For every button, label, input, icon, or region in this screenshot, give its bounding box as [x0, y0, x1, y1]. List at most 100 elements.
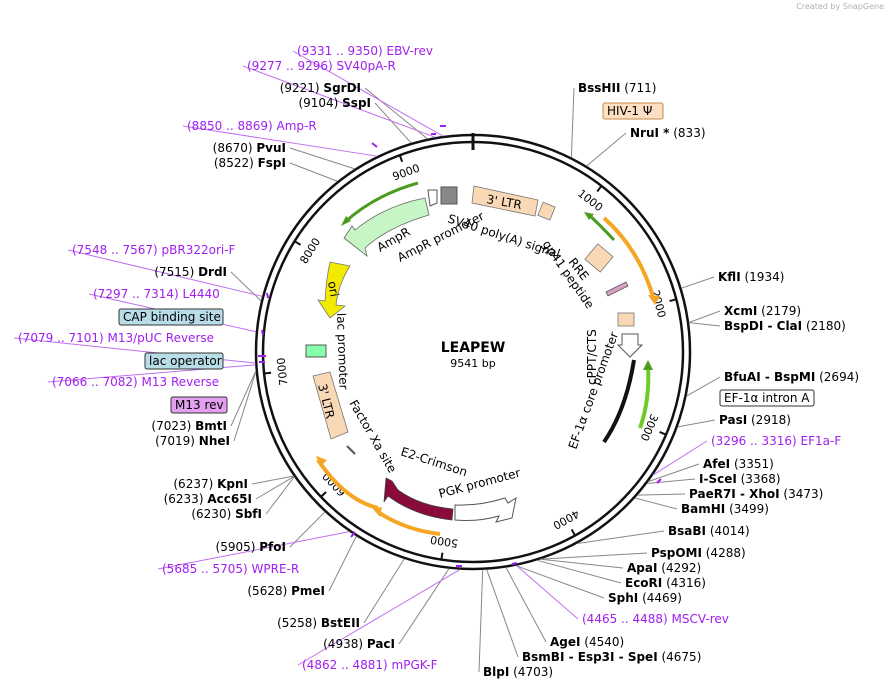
svg-text:M13 rev: M13 rev: [175, 398, 224, 412]
site-sphi[interactable]: SphI (4469): [608, 591, 682, 605]
svg-text:(5905) PfoI: (5905) PfoI: [216, 540, 286, 554]
primer-marks: [258, 125, 662, 567]
site-drdi[interactable]: (7515) DrdI: [154, 265, 227, 279]
box-hiv1-psi[interactable]: HIV-1 Ψ: [602, 102, 664, 120]
site-agei[interactable]: AgeI (4540): [550, 635, 624, 649]
site-pvui[interactable]: (8670) PvuI: [213, 141, 286, 155]
svg-text:ApaI (4292): ApaI (4292): [627, 561, 701, 575]
arc-green-right-lower-head: [643, 360, 653, 370]
site-bsmbi-esp3i-spei[interactable]: BsmBI - Esp3I - SpeI (4675): [522, 650, 701, 664]
site-apai[interactable]: ApaI (4292): [627, 561, 701, 575]
arc-orange-bottom: [376, 510, 441, 536]
svg-text:BsaBI (4014): BsaBI (4014): [668, 524, 750, 538]
box-ef1a-intron-a[interactable]: EF-1α intron A: [719, 389, 815, 407]
plasmid-name: LEAPEW: [441, 340, 506, 356]
site-sgrdi[interactable]: (9221) SgrDI: [280, 81, 361, 95]
svg-text:(4938) PacI: (4938) PacI: [323, 637, 395, 651]
primer-wpre-r[interactable]: (5685 .. 5705) WPRE-R: [162, 562, 299, 576]
site-paci[interactable]: (4938) PacI: [323, 637, 395, 651]
feature-ef1a-promoter-arrow: [616, 333, 644, 358]
svg-text:(5258) BstEII: (5258) BstEII: [277, 616, 360, 630]
feature-factor-xa-mark: [346, 445, 356, 455]
snapgene-watermark: Created by SnapGene: [796, 2, 884, 11]
primer-m13-reverse[interactable]: (7066 .. 7082) M13 Reverse: [52, 375, 219, 389]
tick-7000: [264, 371, 272, 375]
tick-8000: [294, 240, 302, 246]
feature-cppt-box: [617, 312, 635, 327]
tick-label-1000: 1000: [575, 187, 605, 214]
site-bmti[interactable]: (7023) BmtI: [151, 419, 227, 433]
primer-amp-r[interactable]: (8850 .. 8869) Amp-R: [187, 119, 317, 133]
site-xcmi[interactable]: XcmI (2179): [724, 304, 801, 318]
svg-text:BssHII (711): BssHII (711): [578, 81, 657, 95]
site-nhei[interactable]: (7019) NheI: [155, 434, 230, 448]
site-pasi[interactable]: PasI (2918): [719, 413, 791, 427]
site-pfoi[interactable]: (5905) PfoI: [216, 540, 286, 554]
site-pspomi[interactable]: PspOMI (4288): [651, 546, 746, 560]
svg-text:CAP binding site: CAP binding site: [123, 310, 221, 324]
site-bsshii[interactable]: BssHII (711): [578, 81, 657, 95]
site-pmei[interactable]: (5628) PmeI: [247, 584, 325, 598]
site-kfli[interactable]: KflI (1934): [718, 270, 784, 284]
site-i-scei[interactable]: I-SceI (3368): [699, 472, 781, 486]
arc-orange-right: [602, 216, 656, 301]
site-sspi[interactable]: (9104) SspI: [298, 96, 371, 110]
feature-e2-crimson-label: E2-Crimson: [399, 445, 469, 480]
primer-ef1a-f[interactable]: (3296 .. 3316) EF1a-F: [711, 434, 841, 448]
svg-text:BamHI (3499): BamHI (3499): [681, 502, 769, 516]
svg-text:(9104) SspI: (9104) SspI: [298, 96, 371, 110]
feature-pgk-promoter-arrow[interactable]: [454, 496, 517, 523]
svg-text:(7019) NheI: (7019) NheI: [155, 434, 230, 448]
svg-text:EcoRI (4316): EcoRI (4316): [625, 576, 706, 590]
site-sbfi[interactable]: (6230) SbfI: [191, 507, 262, 521]
primer-m13-puc-reverse[interactable]: (7079 .. 7101) M13/pUC Reverse: [18, 331, 214, 345]
site-bsteii[interactable]: (5258) BstEII: [277, 616, 360, 630]
site-paer7i-xhoi[interactable]: PaeR7I - XhoI (3473): [689, 487, 823, 501]
svg-text:(7079 .. 7101) M13/pUC Rever: (7079 .. 7101) M13/pUC Reverse: [18, 331, 214, 345]
primer-pbr322ori-f[interactable]: (7548 .. 7567) pBR322ori-F: [72, 243, 236, 257]
svg-text:(4465 .. 4488) MSCV-rev: (4465 .. 4488) MSCV-rev: [582, 612, 729, 626]
svg-text:(8522) FspI: (8522) FspI: [214, 156, 286, 170]
primer-sv40pa-r[interactable]: (9277 .. 9296) SV40pA-R: [247, 59, 396, 73]
svg-text:BfuAI - BspMI (2694): BfuAI - BspMI (2694): [724, 370, 859, 384]
site-ecori[interactable]: EcoRI (4316): [625, 576, 706, 590]
box-cap-binding-site[interactable]: CAP binding site: [118, 308, 224, 326]
tick-label-8000: 8000: [297, 236, 323, 267]
feature-gp41-marker: [605, 281, 629, 297]
svg-text:(7548 .. 7567) pBR322ori-F: (7548 .. 7567) pBR322ori-F: [72, 243, 236, 257]
site-blpi[interactable]: BlpI (4703): [483, 665, 553, 679]
arc-green-right-lower: [638, 364, 651, 429]
svg-text:(4862 .. 4881) mPGK-F: (4862 .. 4881) mPGK-F: [302, 658, 438, 672]
site-kpni[interactable]: (6237) KpnI: [173, 477, 248, 491]
arc-green-top-left: [343, 181, 419, 224]
site-fspi[interactable]: (8522) FspI: [214, 156, 286, 170]
site-acc65i[interactable]: (6233) Acc65I: [164, 492, 252, 506]
primer-ebv-rev[interactable]: (9331 .. 9350) EBV-rev: [297, 44, 433, 58]
feature-gray-box: [440, 186, 458, 205]
svg-text:(9221) SgrDI: (9221) SgrDI: [280, 81, 361, 95]
site-bfuai-bspmi[interactable]: BfuAI - BspMI (2694): [724, 370, 859, 384]
tick-3000: [659, 431, 667, 436]
tick-5000: [440, 552, 444, 560]
tick-9000: [398, 154, 404, 163]
feature-e2-crimson-arrow[interactable]: [383, 477, 454, 521]
feature-ori-arrow[interactable]: [317, 261, 351, 319]
site-afei[interactable]: AfeI (3351): [703, 457, 774, 471]
primer-mscv-rev[interactable]: (4465 .. 4488) MSCV-rev: [582, 612, 729, 626]
arc-orange-bottom-left-head: [316, 456, 327, 467]
box-lac-operator[interactable]: lac operator: [144, 352, 224, 370]
site-nrui-[interactable]: NruI * (833): [630, 126, 706, 140]
site-bamhi[interactable]: BamHI (3499): [681, 502, 769, 516]
site-bspdi-clai[interactable]: BspDI - ClaI (2180): [724, 319, 846, 333]
feature-small-white-arrow: [427, 189, 438, 207]
primer-mpgk-f[interactable]: (4862 .. 4881) mPGK-F: [302, 658, 438, 672]
site-bsabi[interactable]: BsaBI (4014): [668, 524, 750, 538]
svg-text:AfeI (3351): AfeI (3351): [703, 457, 774, 471]
primer-l4440[interactable]: (7297 .. 7314) L4440: [93, 287, 220, 301]
svg-text:PaeR7I - XhoI (3473): PaeR7I - XhoI (3473): [689, 487, 823, 501]
box-m13-rev[interactable]: M13 rev: [170, 396, 228, 414]
feature-factor-xa-label: Factor Xa site: [346, 398, 399, 476]
feature-ampr-arrow[interactable]: [343, 197, 430, 258]
feature-3ltr-top[interactable]: 3' LTR: [471, 185, 539, 217]
